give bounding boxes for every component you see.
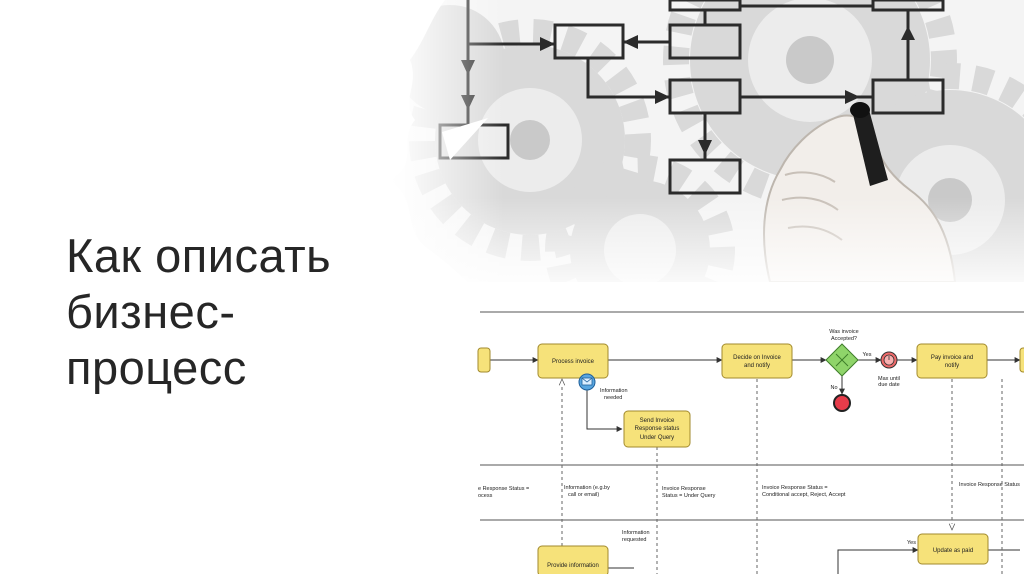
label-information-email-1: Information (e.g.by xyxy=(564,485,610,491)
timer-event-icon xyxy=(880,351,898,369)
gears-flowchart-photo xyxy=(390,0,1024,282)
slide-title: Как описать бизнес- процесс xyxy=(66,228,426,396)
label-yes-bottom: Yes xyxy=(907,540,916,546)
message-event-icon xyxy=(578,373,596,391)
label-information-requested-1: Information xyxy=(622,530,650,536)
task-update-as-paid: Update as paid xyxy=(933,548,973,554)
hand-drawing-flowchart-icon xyxy=(390,0,1024,282)
task-send-response-line-1: Send Invoice xyxy=(640,418,675,424)
label-under-query-2: Status = Under Query xyxy=(662,493,716,499)
task-decide-invoice-line-1: Decide on Invoice xyxy=(733,355,781,361)
title-line-1: Как описать xyxy=(66,229,332,282)
label-no: No xyxy=(830,385,837,391)
label-conditional-1: Invoice Response Status = xyxy=(762,485,828,491)
label-was-invoice-2: Accepted? xyxy=(831,336,857,342)
title-line-2: бизнес- xyxy=(66,285,236,338)
exclusive-gateway-icon xyxy=(825,343,859,377)
label-conditional-2: Conditional accept, Reject, Accept xyxy=(762,492,846,498)
end-event-icon xyxy=(833,394,851,412)
label-response-status-right: Invoice Response Status xyxy=(959,482,1020,488)
task-decide-invoice-line-2: and notify xyxy=(744,363,770,369)
task-provide-information: Provide information xyxy=(547,563,599,569)
label-under-query-1: Invoice Response xyxy=(662,486,706,492)
bpmn-diagram: Process invoice Decide on Invoice and no… xyxy=(464,306,1024,574)
label-yes-top: Yes xyxy=(863,352,872,358)
label-information-email-2: call or email) xyxy=(568,492,599,498)
label-information-needed-1: Information xyxy=(600,388,628,394)
label-information-needed-2: needed xyxy=(604,395,622,401)
task-send-response-line-2: Response status xyxy=(635,426,680,432)
bpmn-diagram-svg: Process invoice Decide on Invoice and no… xyxy=(477,311,1024,574)
task-pay-invoice-line-1: Pay invoice and xyxy=(931,355,973,361)
task-process-invoice: Process invoice xyxy=(552,359,595,365)
title-line-3: процесс xyxy=(66,341,247,394)
label-was-invoice-1: Was invoice xyxy=(829,329,858,335)
label-max-until-1: Max until xyxy=(878,376,900,382)
label-response-status-left-2: ocess xyxy=(478,493,493,499)
label-information-requested-2: requested xyxy=(622,537,646,543)
label-max-until-2: due date xyxy=(878,382,899,388)
label-response-status-left-1: e Response Status = xyxy=(478,486,529,492)
task-send-response-line-3: Under Query xyxy=(640,435,674,441)
task-pay-invoice-line-2: notify xyxy=(945,363,959,369)
